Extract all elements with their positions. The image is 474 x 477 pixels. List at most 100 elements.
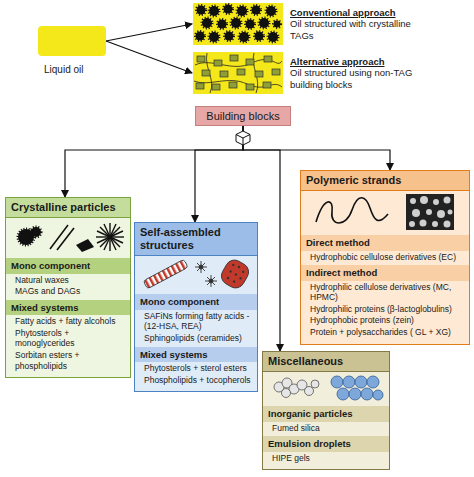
crystal-particles-illustration [10,219,126,255]
category-panel: Miscellaneous Inorganic particlesFumed s… [262,351,390,470]
illustration-part [57,228,74,250]
illustration-part [236,135,250,146]
illustration-part [207,277,215,285]
illustration-part [212,84,220,90]
panel-heading: Crystalline particles [6,198,130,218]
sub-section: Mixed systemsFatty acids + fatty alcohol… [6,300,130,372]
list-item: Hydrophobic cellulose derivatives (EC) [301,251,469,263]
illustration-area [6,218,130,256]
illustration-part [218,20,227,29]
illustration-part [76,239,94,252]
illustration-part [196,5,281,43]
silica-droplet-illustration [267,373,385,403]
sub-section: Mono componentNatural waxesMAGs and DAGs [6,258,130,297]
illustration-part [263,82,271,88]
connector-arrow [106,24,192,41]
sub-section: Mono componentSAFiNs forming fatty acids… [135,294,257,343]
illustration-part [224,5,233,14]
illustration-part [282,389,291,398]
illustration-part [229,82,237,88]
illustration-part [361,388,373,400]
illustration-part [242,271,245,274]
illustration-part [331,376,343,388]
connector-arrow [243,126,390,170]
illustration-part [195,261,217,287]
illustration-part [305,387,314,396]
list-item: Phospholipids + tocopherols [135,374,257,386]
section-heading: Direct method [301,235,469,250]
list-item: Phytosterols + monoglycerides [6,327,130,349]
illustration-part [448,210,453,215]
illustration-area [301,191,469,233]
illustration-part [426,209,432,215]
section-heading: Indirect method [301,265,469,280]
illustration-part [437,210,445,218]
illustration-part [410,198,416,204]
illustration-part [264,56,272,62]
approach-heading: Alternative approach [290,56,415,67]
illustration-part [420,196,428,204]
illustration-part [239,32,249,42]
illustration-part [196,55,280,90]
cube-icon [235,130,251,146]
illustration-part [232,280,235,283]
sub-section: Direct methodHydrophobic cellulose deriv… [301,235,469,262]
sub-section: Indirect methodHydrophilic cellulose der… [301,265,469,338]
illustration-part [246,84,254,90]
section-heading: Mono component [6,258,130,273]
illustration-part [202,70,210,76]
process-box: Building blocks [195,106,291,126]
illustration-part [193,3,283,45]
illustration-part [236,131,250,145]
illustration-part [218,257,252,291]
illustration-part [197,6,206,15]
list-item: Hydrophilic cellulose derivatives (MC, H… [301,281,469,303]
list-item: Protein + polysaccharides ( GL + XG) [301,326,469,338]
sub-section: Emulsion dropletsHIPE gels [263,436,389,463]
list-item: HIPE gels [263,452,389,464]
illustration-part [31,227,41,237]
illustration-part [331,376,383,400]
illustration-part [143,260,188,290]
illustration-area [263,372,389,404]
list-item: Fumed silica [263,422,389,434]
list-item: Phytosterols + sterol esters [135,362,257,374]
illustration-part [311,380,319,388]
box-label: Building blocks [200,110,286,122]
illustration-part [412,209,420,217]
illustration-area [135,256,257,292]
illustration-part [50,225,74,250]
approach-text: Conventional approachOil structured with… [290,7,415,41]
illustration-part [220,71,228,77]
sub-section: Inorganic particlesFumed silica [263,406,389,433]
illustration-part [207,277,215,285]
illustration-part [97,231,123,243]
illustration-part [367,376,379,388]
illustration-part [196,32,205,41]
list-item: Hydrophilic proteins (β-lactoglobulins) [301,303,469,315]
illustration-part [202,18,212,28]
illustration-part [229,270,232,273]
approach-description: Oil structured with crystalline TAGs [290,18,415,41]
illustration-part [239,277,242,280]
illustration-part [193,52,283,94]
illustration-part [196,83,204,89]
oil-box: Liquid oil [38,26,106,56]
illustration-part [18,227,41,245]
illustration-part [234,273,237,276]
list-item: MAGs and DAGs [6,285,130,297]
illustration-part [252,6,261,15]
approach-text: Alternative approachOil structured using… [290,56,415,90]
section-heading: Mixed systems [6,300,130,315]
illustration-part [237,266,240,269]
section-heading: Inorganic particles [263,406,389,421]
illustration-part [255,71,263,77]
illustration-part [232,264,235,267]
list-item: Fatty acids + fatty alcohols [6,315,130,327]
illustration-part [420,220,427,227]
illustration-part [237,69,245,75]
sub-section: Mixed systemsPhytosterols + sterol ester… [135,347,257,386]
approach-box: Conventional approachOil structured with… [192,2,415,46]
self-assembled-illustration [139,257,253,291]
approach-heading: Conventional approach [290,7,415,18]
